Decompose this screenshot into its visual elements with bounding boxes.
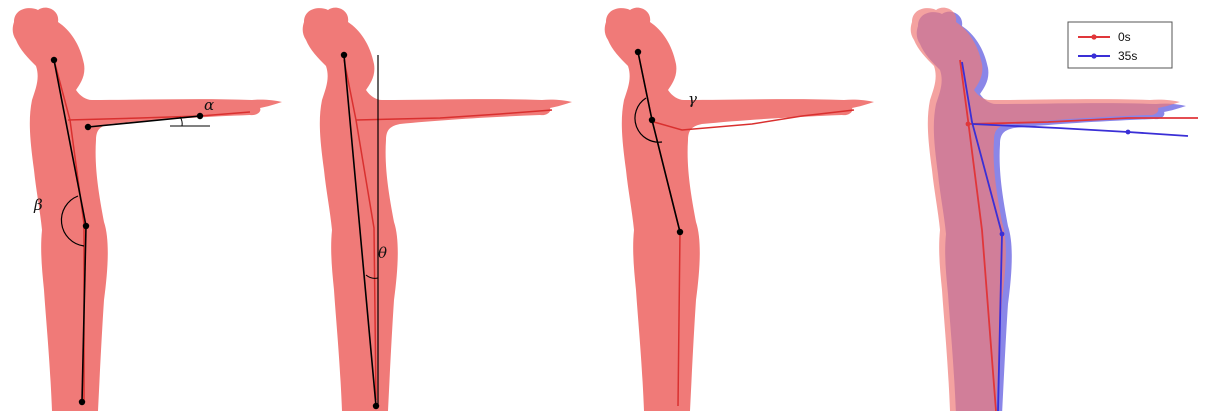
joint-35s xyxy=(1000,232,1005,237)
joint-35s xyxy=(1126,130,1131,135)
legend-label-0s: 0s xyxy=(1118,30,1131,44)
body-silhouette xyxy=(13,8,282,411)
joint-hip xyxy=(677,229,683,235)
panel-alpha-beta: α β xyxy=(13,8,282,411)
legend: 0s 35s xyxy=(1068,22,1172,68)
theta-label: θ xyxy=(378,244,387,262)
panel-theta: θ xyxy=(303,8,572,411)
alpha-label: α xyxy=(204,96,214,114)
legend-label-35s: 35s xyxy=(1118,49,1137,63)
body-silhouette xyxy=(303,8,572,411)
joint-shoulder xyxy=(649,117,655,123)
joint-ankle xyxy=(79,399,85,405)
legend-marker-0s xyxy=(1091,34,1096,39)
gamma-label: γ xyxy=(688,90,697,108)
joint-shoulder xyxy=(85,124,91,130)
joint-head xyxy=(51,57,57,63)
body-silhouette xyxy=(605,8,874,411)
joint-hip xyxy=(83,223,89,229)
joint-head xyxy=(341,52,347,58)
joint-0s xyxy=(966,122,971,127)
joint-wrist xyxy=(197,113,203,119)
beta-label: β xyxy=(33,196,43,214)
panel-gamma: γ xyxy=(605,8,874,411)
legend-marker-35s xyxy=(1091,53,1096,58)
joint-head xyxy=(635,49,641,55)
panel-comparison: 0s 35s xyxy=(911,8,1198,411)
joint-ankle xyxy=(373,403,379,409)
